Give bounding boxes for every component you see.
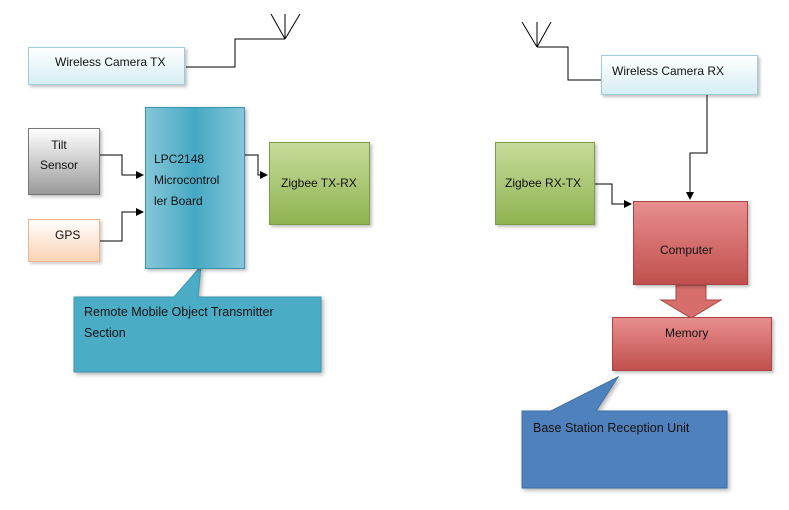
computer-block: Computer — [633, 201, 748, 285]
antenna-icon — [186, 13, 301, 68]
wireless-camera-rx-label: Wireless Camera RX — [612, 64, 725, 78]
camera-rx-to-computer-connector — [686, 95, 708, 200]
gps-label: GPS — [55, 228, 81, 242]
lpc2148-microcontroller-block: LPC2148 Microcontrol ler Board — [145, 107, 245, 269]
computer-label: Computer — [660, 243, 713, 257]
memory-label: Memory — [665, 326, 709, 340]
zigbee-rx-tx-label: Zigbee RX-TX — [505, 176, 582, 190]
zigbee-tx-rx-label: Zigbee TX-RX — [281, 176, 357, 190]
lpc2148-label: LPC2148 Microcontrol ler Board — [154, 152, 220, 208]
transmitter-callout-shape — [73, 264, 322, 373]
wireless-camera-tx-label: Wireless Camera TX — [55, 55, 166, 69]
base-station-callout: Base Station Reception Unit — [533, 421, 690, 435]
gps-to-lpc-connector — [100, 208, 144, 242]
lpc-to-zigbee-connector — [245, 154, 268, 179]
tilt-to-lpc-connector — [100, 154, 144, 179]
antenna-icon — [521, 21, 601, 81]
zigbee-to-computer-connector — [595, 183, 632, 208]
computer-to-memory-arrow — [659, 284, 723, 319]
base-station-callout-shape — [521, 375, 728, 489]
wireless-camera-rx-block: Wireless Camera RX — [601, 55, 758, 95]
tilt-sensor-block: Tilt Sensor — [28, 128, 100, 195]
wireless-camera-tx-block: Wireless Camera TX — [28, 47, 185, 85]
gps-block: GPS — [28, 219, 100, 262]
memory-block: Memory — [612, 317, 772, 371]
zigbee-tx-rx-block: Zigbee TX-RX — [269, 142, 370, 225]
zigbee-rx-tx-block: Zigbee RX-TX — [495, 142, 595, 225]
tilt-sensor-label: Tilt Sensor — [39, 138, 79, 172]
transmitter-section-callout: Remote Mobile Object Transmitter Section — [84, 305, 274, 340]
